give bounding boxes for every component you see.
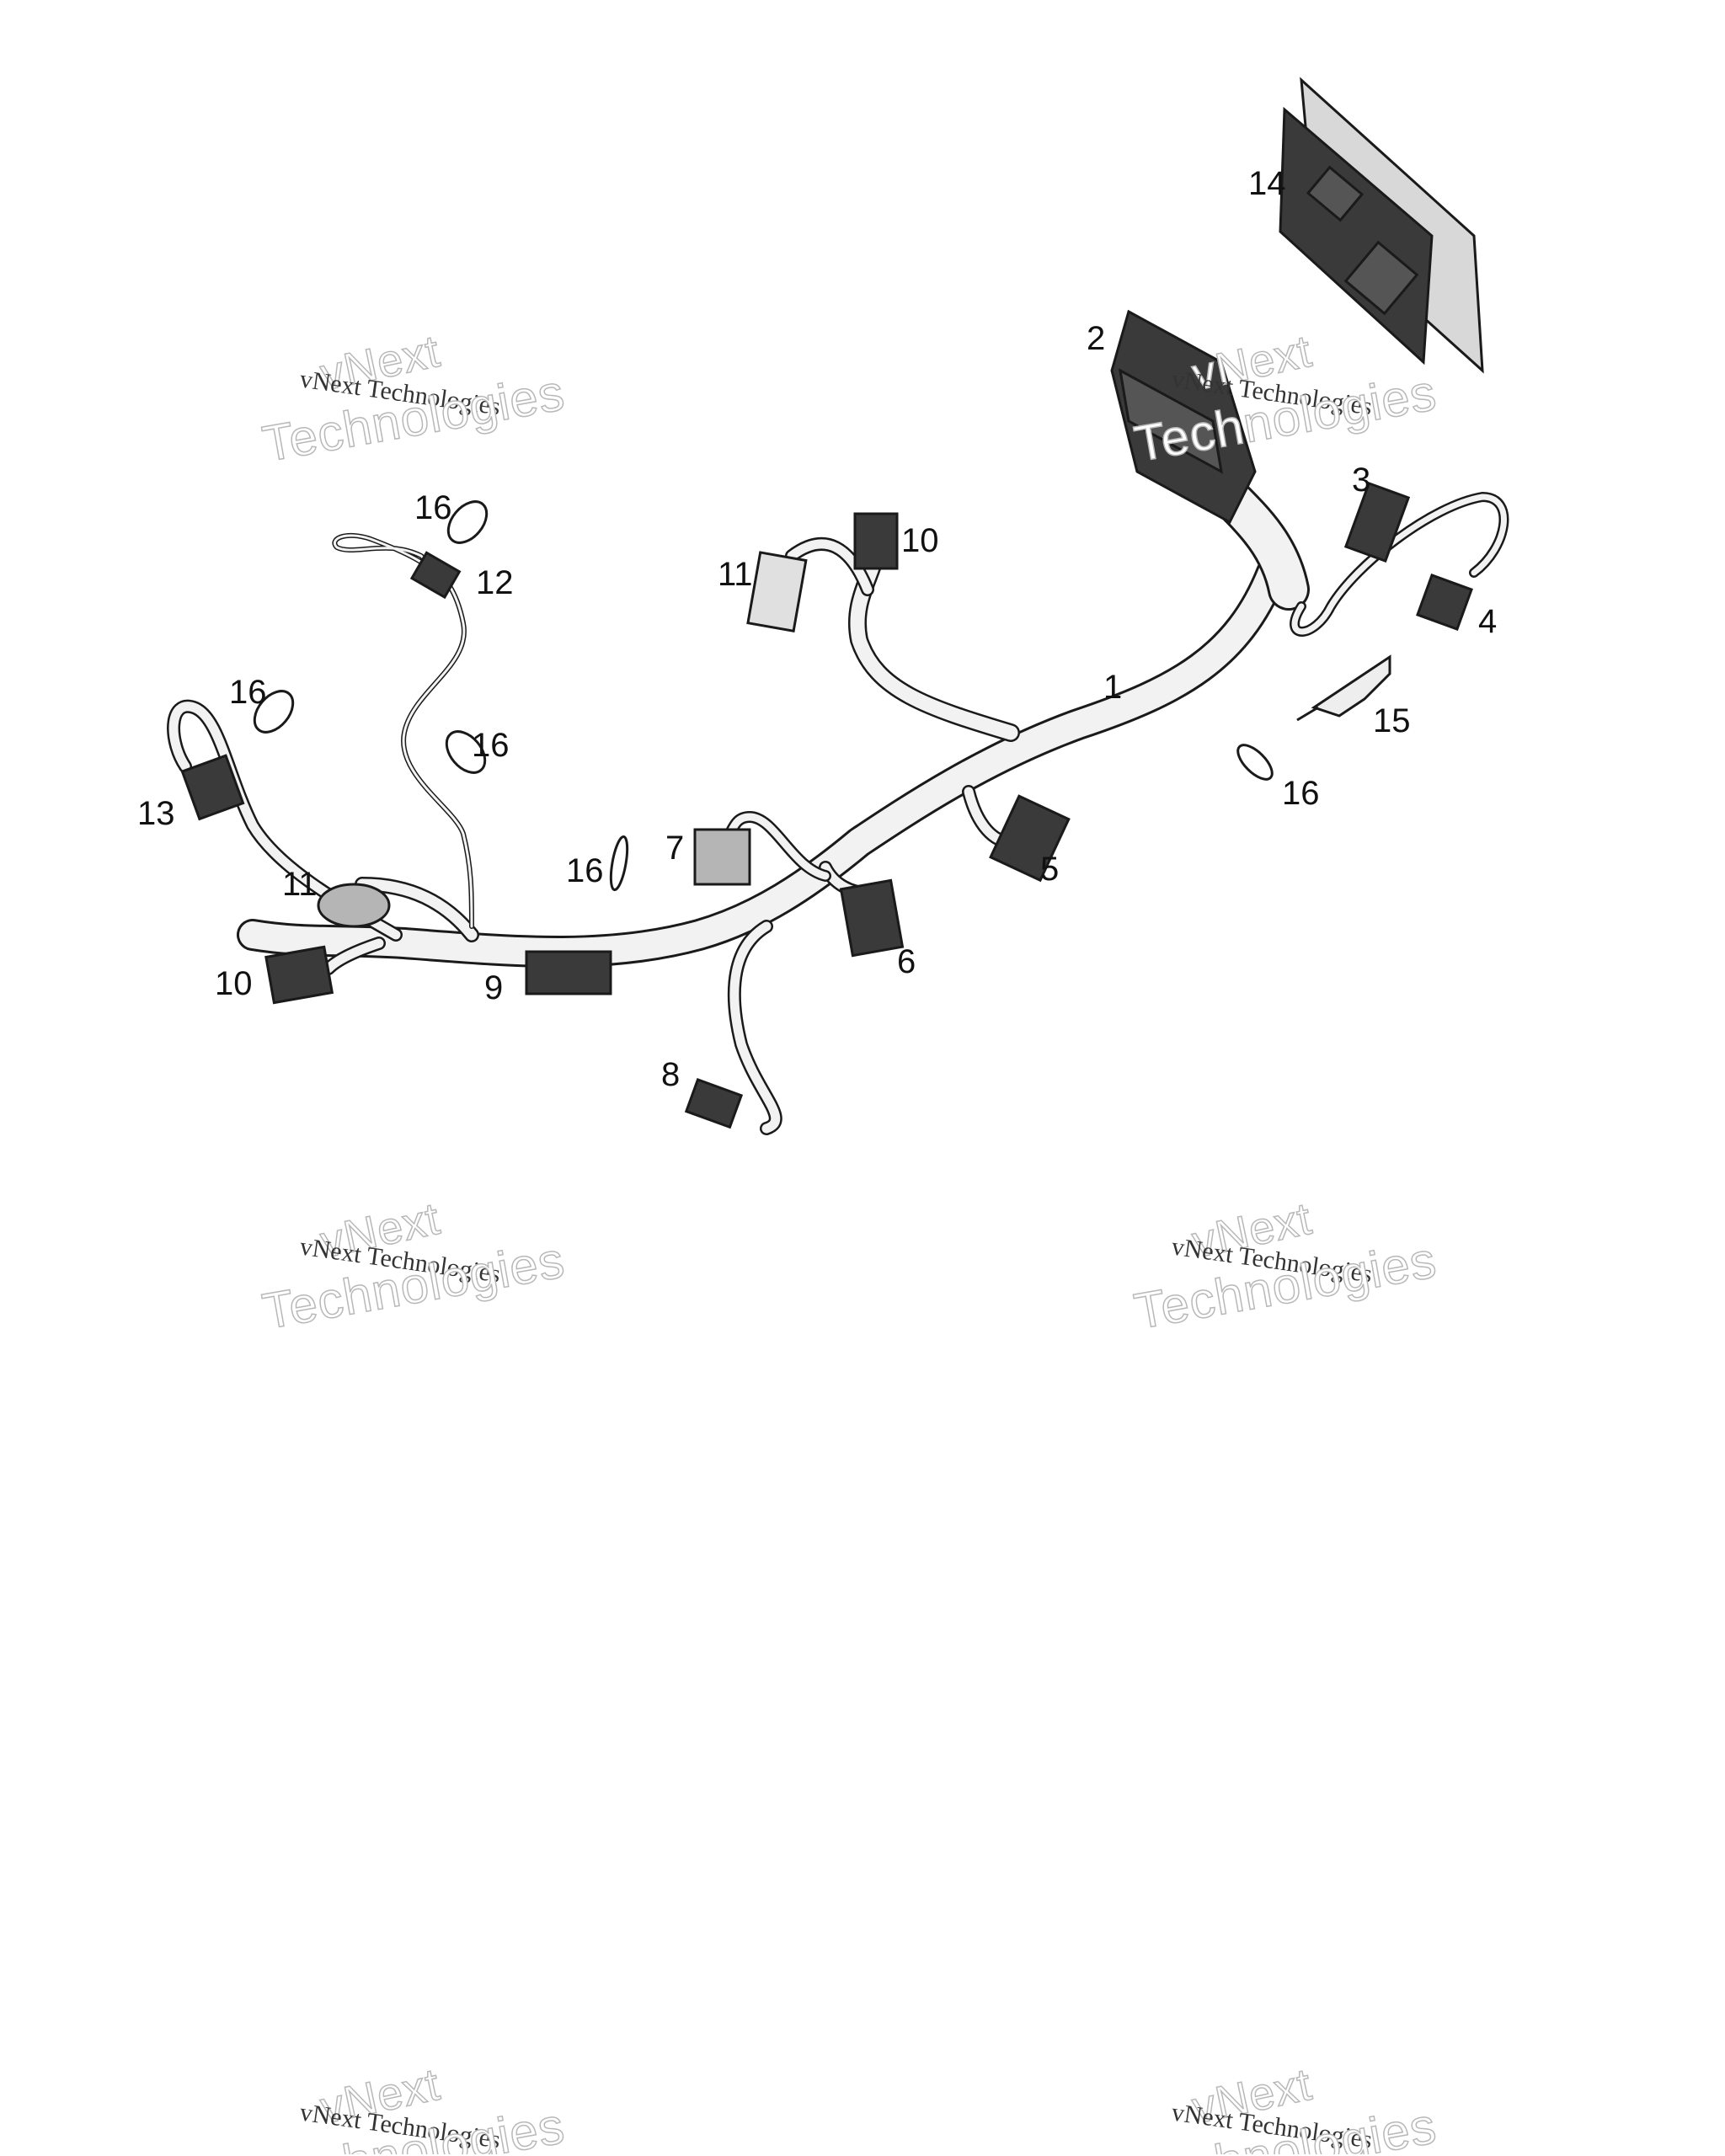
connector-4 <box>1416 574 1473 631</box>
connector-11-left <box>317 883 391 928</box>
connector-7 <box>693 828 751 886</box>
callout-16-e: 16 <box>1282 775 1320 812</box>
callout-6: 6 <box>897 943 916 980</box>
connector-11-top <box>746 551 808 632</box>
callout-16-c: 16 <box>472 727 510 764</box>
main-harness <box>167 476 1509 1135</box>
callout-14: 14 <box>1248 165 1286 202</box>
callout-8: 8 <box>661 1056 681 1093</box>
callout-1: 1 <box>1103 669 1123 706</box>
callout-10-left: 10 <box>215 965 253 1002</box>
callout-16-a: 16 <box>414 489 452 526</box>
callout-11-left: 11 <box>282 866 318 903</box>
callout-10-top: 10 <box>901 522 939 559</box>
callout-7: 7 <box>665 830 685 867</box>
callout-15: 15 <box>1373 702 1411 739</box>
connector-2 <box>1110 309 1257 525</box>
callout-16-b: 16 <box>229 674 267 711</box>
callout-13: 13 <box>137 795 175 832</box>
connector-9 <box>525 950 612 995</box>
connector-5 <box>989 794 1071 883</box>
callout-3: 3 <box>1352 462 1371 499</box>
connector-6 <box>839 878 905 958</box>
callout-4: 4 <box>1478 603 1498 640</box>
callout-16-d: 16 <box>566 852 604 889</box>
callout-2: 2 <box>1087 320 1106 357</box>
connector-8 <box>684 1078 744 1129</box>
callout-9: 9 <box>484 969 504 1006</box>
callout-5: 5 <box>1040 851 1060 888</box>
callout-12: 12 <box>476 564 514 601</box>
callout-11-top: 11 <box>718 556 753 593</box>
connector-13 <box>180 754 245 821</box>
clamps-16 <box>253 500 1274 892</box>
connector-3 <box>1343 481 1411 563</box>
connector-10-top <box>853 512 899 570</box>
sensor-15 <box>1296 654 1391 722</box>
connector-10-left <box>264 945 334 1005</box>
sensor-12 <box>409 551 462 600</box>
ecu-module-14 <box>1279 77 1484 374</box>
